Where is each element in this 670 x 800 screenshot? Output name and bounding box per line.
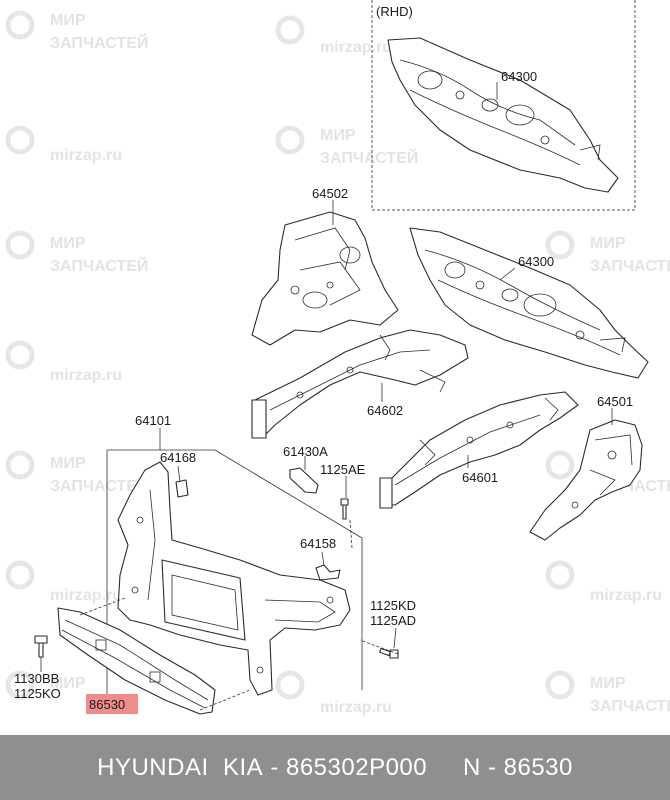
part-label-1125ad[interactable]: 1125AD — [370, 613, 416, 628]
watermark-logo: МИР ЗАПЧАСТЕЙ — [5, 10, 148, 52]
part-label-1130bb[interactable]: 1130BB — [14, 671, 59, 686]
leader-line — [177, 465, 181, 483]
watermark-text: ЗАПЧАСТЕЙ — [590, 256, 670, 275]
watermark-text: ЗАПЧАСТЕЙ — [50, 33, 148, 52]
watermark-logo: МИР ЗАПЧАСТЕЙ — [275, 125, 418, 167]
part-64602[interactable] — [251, 329, 469, 439]
leader-line — [499, 267, 516, 281]
watermark-logo: mirzap.ru — [545, 560, 662, 604]
part-64168[interactable] — [175, 479, 189, 498]
part-61430a[interactable] — [289, 467, 319, 494]
part-label-1125ae[interactable]: 1125AE — [320, 462, 366, 477]
inset-frame — [371, 0, 636, 211]
watermark-text: МИР — [590, 235, 626, 252]
footer-separator: - — [263, 753, 286, 781]
parts-diagram: МИР ЗАПЧАСТЕЙ mirzap.ru mirzap.ru МИР ЗА… — [5, 0, 670, 716]
watermark-logo: mirzap.ru — [275, 670, 392, 716]
part-label-64300-rhd[interactable]: 64300 — [501, 69, 537, 84]
watermark-text: ЗАПЧАСТЕЙ — [590, 696, 670, 715]
watermark-text: ЗАПЧАСТЕЙ — [320, 148, 418, 167]
watermark-text: ЗАПЧАСТЕЙ — [50, 256, 148, 275]
part-1130bb-bolt[interactable] — [34, 635, 48, 658]
part-label-64101[interactable]: 64101 — [135, 413, 171, 428]
part-label-1125kd[interactable]: 1125KD — [370, 598, 416, 613]
part-label-64300[interactable]: 64300 — [518, 254, 554, 269]
dashed-guide — [349, 519, 353, 549]
watermark-logo: МИР ЗАПЧАСТЕЙ — [545, 670, 670, 715]
part-label-64502[interactable]: 64502 — [312, 186, 348, 201]
watermark-url: mirzap.ru — [590, 587, 662, 604]
part-64101[interactable] — [117, 461, 351, 696]
leader-line — [321, 551, 325, 567]
part-64502[interactable] — [251, 211, 399, 346]
part-86530[interactable] — [57, 607, 216, 715]
part-64158[interactable] — [315, 564, 341, 581]
dashed-guide — [199, 689, 251, 711]
watermark-logo: mirzap.ru — [275, 15, 392, 56]
watermark-url: mirzap.ru — [50, 367, 122, 384]
watermark-text: МИР — [50, 235, 86, 252]
highlight-box — [86, 694, 138, 714]
dashed-guide — [359, 639, 399, 655]
leader-line — [393, 627, 397, 649]
footer-bar: HYUNDAI KIA - 865302P000 N - 86530 — [0, 735, 670, 800]
part-1125ae-bolt[interactable] — [340, 498, 349, 520]
part-label-64602[interactable]: 64602 — [367, 403, 403, 418]
watermark-logo: mirzap.ru — [5, 560, 122, 604]
rhd-inset: (RHD) 64300 — [371, 0, 636, 211]
watermark-url: mirzap.ru — [320, 699, 392, 716]
part-label-61430a[interactable]: 61430A — [283, 444, 328, 459]
part-label-64158[interactable]: 64158 — [300, 536, 336, 551]
watermark-text: МИР — [50, 12, 86, 29]
dashed-guide — [79, 597, 126, 616]
watermark-text: МИР — [320, 127, 356, 144]
part-64300[interactable] — [409, 227, 649, 379]
part-label-64601[interactable]: 64601 — [462, 470, 498, 485]
part-label-86530[interactable]: 86530 — [89, 697, 125, 712]
footer-gap — [427, 754, 463, 782]
watermark-url: mirzap.ru — [50, 147, 122, 164]
watermark-layer: МИР ЗАПЧАСТЕЙ mirzap.ru mirzap.ru МИР ЗА… — [5, 10, 670, 716]
watermark-url: mirzap.ru — [320, 39, 392, 56]
footer-brand: HYUNDAI KIA — [97, 753, 264, 781]
watermark-logo: МИР ЗАПЧАСТЕЙ — [5, 450, 148, 495]
part-label-64168[interactable]: 64168 — [160, 450, 196, 465]
watermark-logo: mirzap.ru — [5, 125, 122, 164]
part-64601[interactable] — [379, 391, 579, 509]
watermark-logo: МИР — [5, 670, 86, 700]
watermark-url: mirzap.ru — [50, 587, 122, 604]
watermark-logo: МИР ЗАПЧАСТЕЙ — [5, 230, 148, 275]
part-label-1125ko[interactable]: 1125KO — [14, 686, 61, 701]
footer-ref: N - 86530 — [462, 753, 573, 781]
inset-label: (RHD) — [376, 4, 413, 19]
watermark-text: МИР — [590, 675, 626, 692]
dash-panel-rhd[interactable] — [387, 37, 619, 193]
watermark-logo: МИР ЗАПЧАСТЕЙ — [545, 230, 670, 275]
watermark-text: МИР — [50, 675, 86, 692]
part-label-64501[interactable]: 64501 — [597, 394, 633, 409]
part-64501[interactable] — [529, 419, 643, 541]
footer-part-number: 865302P000 — [285, 753, 428, 781]
watermark-text: МИР — [50, 455, 86, 472]
watermark-text: ЗАПЧАСТЕЙ — [50, 476, 148, 495]
watermark-logo: mirzap.ru — [5, 340, 122, 384]
